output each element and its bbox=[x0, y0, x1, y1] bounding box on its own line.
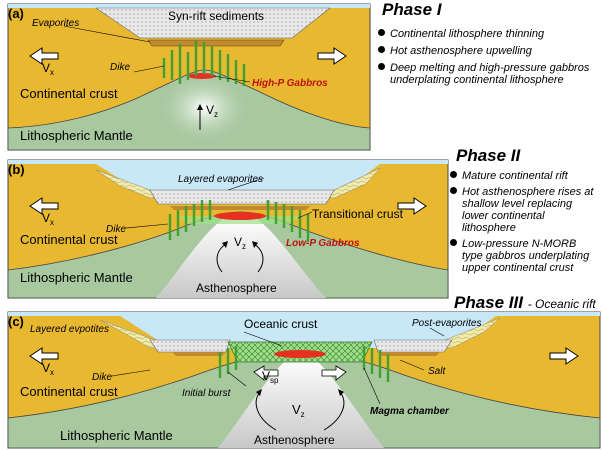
phase-ii-notes: Mature continental rift Hot asthenospher… bbox=[450, 170, 600, 274]
phase-i-bullet-1: Continental lithosphere thinning bbox=[378, 28, 600, 40]
panel-a-sediments-label: Syn-rift sediments bbox=[168, 9, 264, 23]
panel-b: (b) Layered evaporites Vx Dike Transitio… bbox=[7, 159, 449, 299]
panel-a-mantle-label: Lithospheric Mantle bbox=[20, 128, 133, 143]
panel-b-gabbro-label: Low-P Gabbros bbox=[286, 238, 360, 249]
panel-b-sediments bbox=[149, 189, 335, 205]
phase-iii-title: Phase III - Oceanic rift bbox=[454, 293, 596, 312]
panel-b-transitional-crust bbox=[178, 216, 300, 224]
panel-c-magma-chamber bbox=[274, 350, 326, 358]
panel-a-upwelling-glow bbox=[156, 72, 252, 144]
panel-c-spreading-arrows bbox=[253, 365, 347, 381]
bullet-icon bbox=[378, 63, 385, 70]
panel-b-asthenosphere bbox=[156, 218, 326, 298]
panel-a-evaporites-label: Evaporites bbox=[32, 18, 79, 29]
panel-b-asthenosphere-label: Asthenosphere bbox=[196, 281, 277, 295]
panel-c-post-evap-label: Post-evaporites bbox=[412, 318, 481, 329]
panel-a-dikes bbox=[162, 40, 246, 86]
panel-c-mantle-label: Lithospheric Mantle bbox=[60, 428, 173, 443]
panel-c-asthenosphere bbox=[218, 356, 384, 448]
phase-ii-bullet-3: Low-pressure N-MORB type gabbros underpl… bbox=[450, 238, 600, 274]
phase-i-bullet-3: Deep melting and high-pressure gabbros u… bbox=[378, 62, 600, 86]
panel-b-crust-label: Continental crust bbox=[20, 232, 118, 247]
panel-c-salt-label: Salt bbox=[428, 366, 446, 377]
panel-b-evaporites-label: Layered evaporites bbox=[178, 174, 263, 185]
panel-b-dike-label: Dike bbox=[106, 224, 126, 235]
phase-ii-bullet-1: Mature continental rift bbox=[450, 170, 600, 182]
panel-c-burst-label: Initial burst bbox=[182, 388, 232, 399]
panel-b-evaporite-layer bbox=[170, 206, 310, 210]
bullet-icon bbox=[450, 239, 457, 246]
panel-c-vx-label: Vx bbox=[42, 361, 54, 377]
panel-c-left-arrow bbox=[29, 347, 59, 365]
panel-c-oceanic-label: Oceanic crust bbox=[244, 317, 318, 331]
phase-i-bullet-2: Hot asthenosphere upwelling bbox=[378, 45, 600, 57]
panel-c-vz-label: Vz bbox=[292, 402, 305, 419]
panel-a-vx-label: Vx bbox=[42, 61, 54, 77]
bullet-icon bbox=[450, 171, 457, 178]
panel-c-evaporite-layers bbox=[172, 352, 440, 356]
phase-ii-bullet-2: Hot asthenosphere rises at shallow level… bbox=[450, 186, 600, 234]
panel-a: (a) Syn-rift sediments Evaporites Vx Dik… bbox=[7, 3, 371, 151]
panel-a-evaporite-layer bbox=[147, 39, 285, 47]
panel-b-vz-label: Vz bbox=[234, 235, 246, 251]
panel-a-right-arrow bbox=[317, 47, 347, 65]
panel-c-right-arrow bbox=[549, 347, 579, 365]
panel-b-transitional-label: Transitional crust bbox=[312, 207, 404, 221]
panel-c: (c) Layered evpotites Oceanic crust Post… bbox=[7, 311, 601, 449]
panel-c-asthenosphere-label: Asthenosphere bbox=[254, 433, 335, 447]
panel-c-letter: (c) bbox=[8, 314, 24, 329]
panel-b-left-arrow bbox=[29, 197, 59, 215]
panel-a-crust-label: Continental crust bbox=[20, 86, 118, 101]
phase-i-title: Phase I bbox=[382, 0, 442, 19]
phase-ii-title: Phase II bbox=[456, 146, 521, 165]
bullet-icon bbox=[450, 187, 457, 194]
panel-b-dikes bbox=[168, 200, 310, 242]
panel-a-letter: (a) bbox=[8, 6, 24, 21]
panel-b-mantle-label: Lithospheric Mantle bbox=[20, 270, 133, 285]
panel-b-right-arrow bbox=[397, 197, 427, 215]
panel-a-dike-label: Dike bbox=[110, 62, 130, 73]
panel-c-vsp-label: Vsp bbox=[262, 369, 279, 385]
bullet-icon bbox=[378, 29, 385, 36]
phase-i-notes: Continental lithosphere thinning Hot ast… bbox=[378, 28, 600, 86]
panel-c-chamber-label: Magma chamber bbox=[370, 406, 450, 417]
panel-b-gabbro bbox=[214, 212, 266, 220]
bullet-icon bbox=[378, 46, 385, 53]
panel-c-crust-label: Continental crust bbox=[20, 384, 118, 399]
panel-a-left-arrow bbox=[29, 47, 59, 65]
panel-c-dike-label: Dike bbox=[92, 372, 112, 383]
panel-a-gabbro-label: High-P Gabbros bbox=[252, 78, 328, 89]
panel-a-vz-label: Vz bbox=[206, 103, 218, 119]
panel-c-dikes bbox=[218, 346, 390, 382]
panel-a-sediments bbox=[95, 7, 331, 39]
panel-b-vx-label: Vx bbox=[42, 211, 54, 227]
panel-c-evaporites-label-line: Layered evpotites bbox=[30, 324, 109, 335]
panel-b-letter: (b) bbox=[8, 162, 25, 177]
